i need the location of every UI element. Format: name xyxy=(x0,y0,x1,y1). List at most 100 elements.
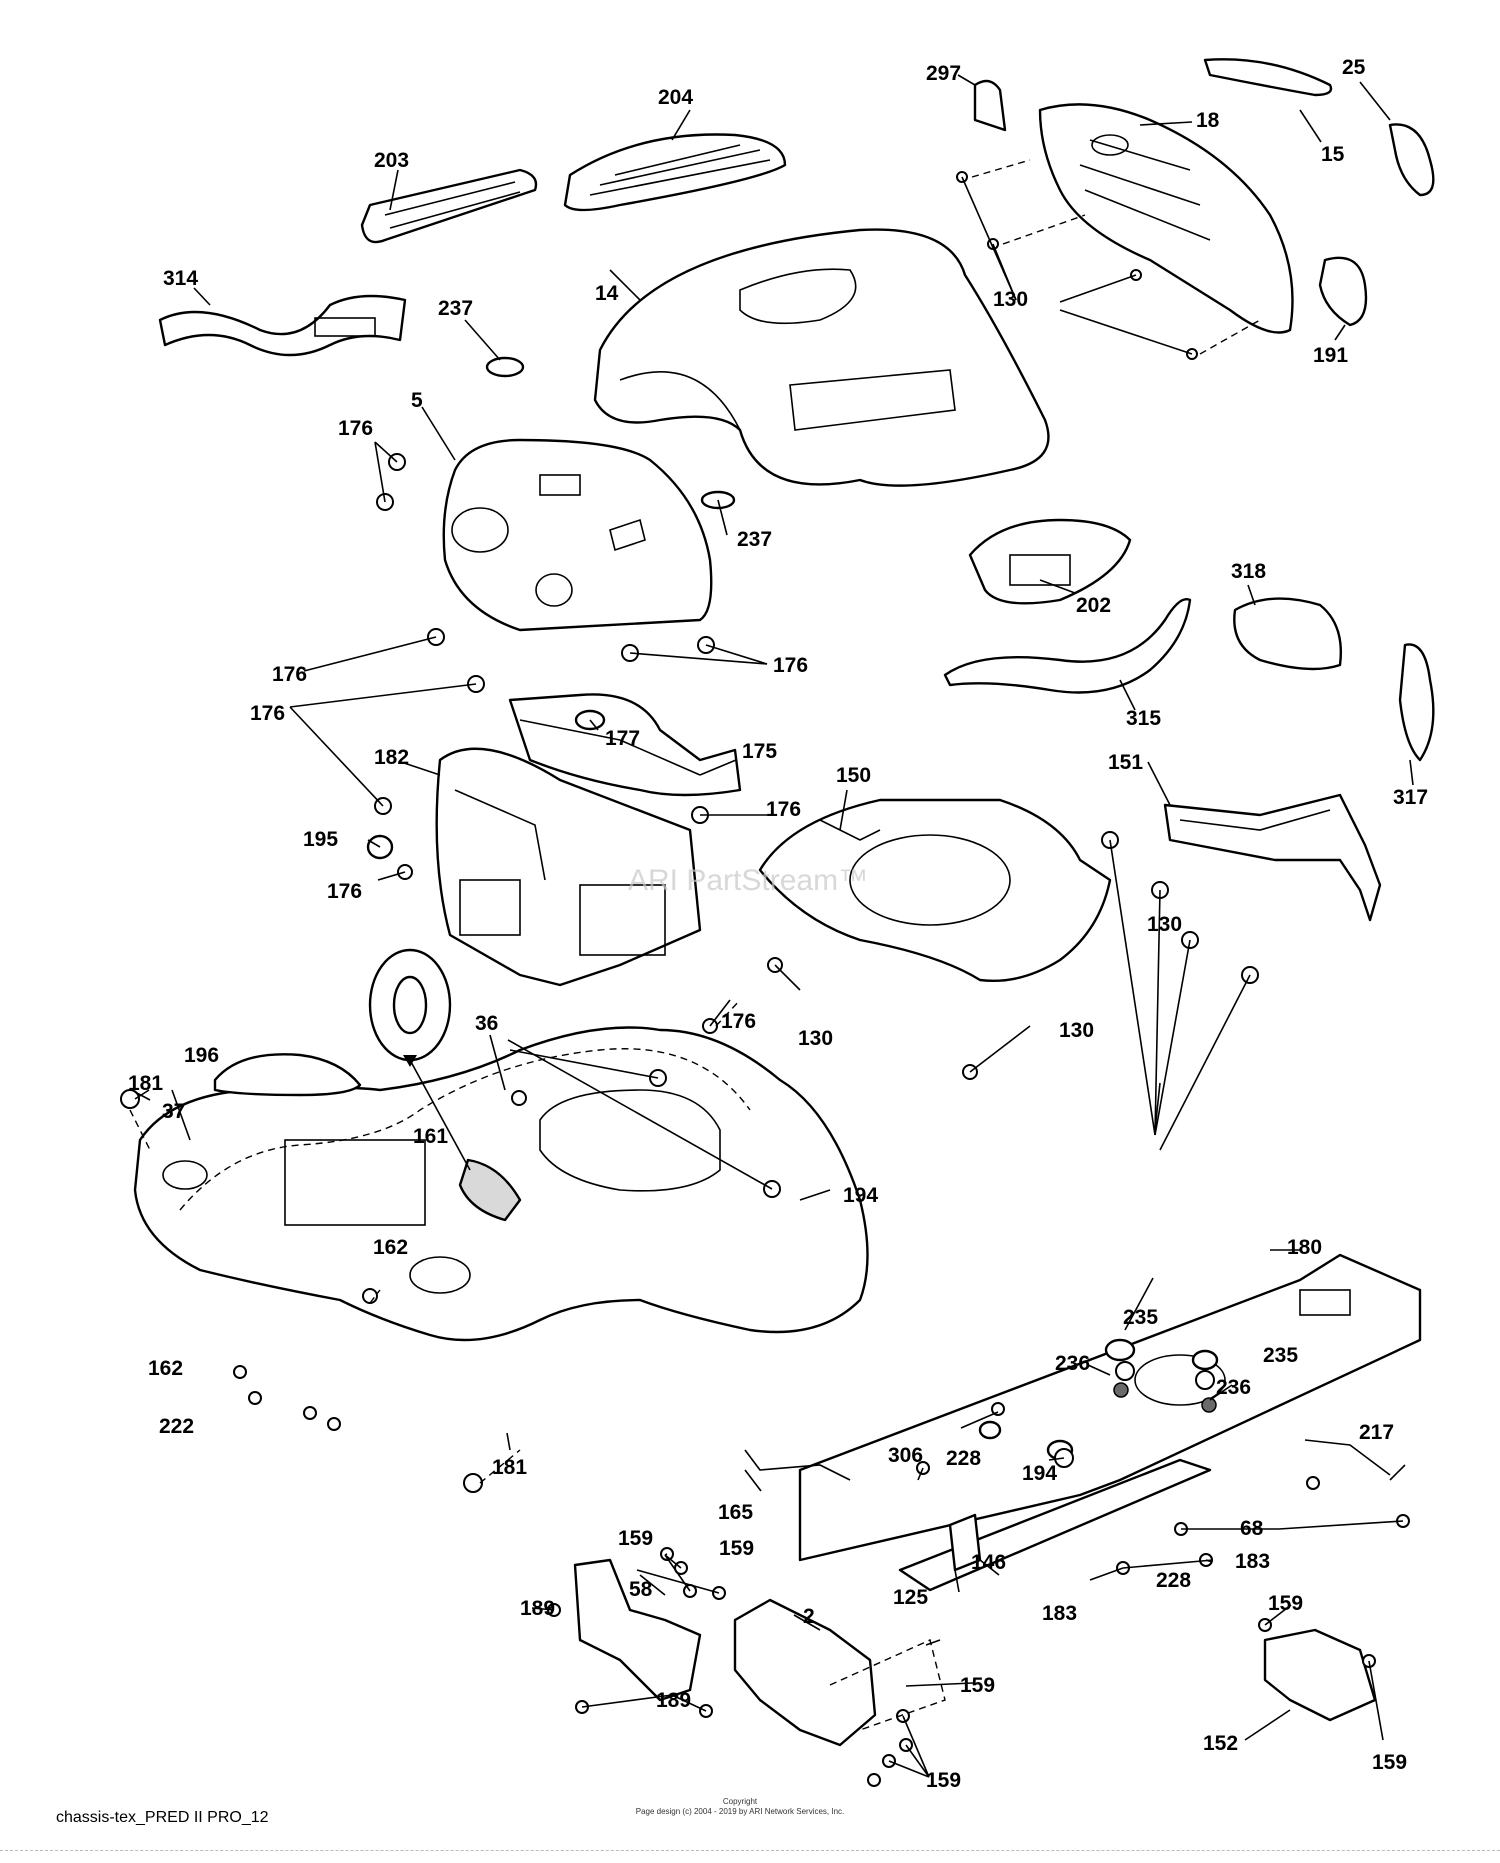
callout-159e: 159 xyxy=(926,1769,961,1792)
watermark: ARI PartStream™ xyxy=(628,864,869,897)
callout-25: 25 xyxy=(1342,56,1366,79)
part-318-side-cover xyxy=(1233,597,1342,671)
part-152-guard xyxy=(1263,1628,1377,1722)
callout-177: 177 xyxy=(605,727,640,750)
diagram-id-label: chassis-tex_PRED II PRO_12 xyxy=(56,1809,269,1826)
callout-181b: 181 xyxy=(492,1456,527,1479)
callout-217: 217 xyxy=(1359,1421,1394,1444)
callout-314: 314 xyxy=(163,267,198,290)
part-180-chassis-frame xyxy=(798,1253,1422,1592)
part-202-dash-insert xyxy=(968,518,1132,605)
callout-176e: 176 xyxy=(766,798,801,821)
callout-191: 191 xyxy=(1313,344,1348,367)
callout-182: 182 xyxy=(374,746,409,769)
part-2-bracket xyxy=(733,1598,877,1747)
part-18-grille-housing xyxy=(1038,103,1294,334)
callout-203: 203 xyxy=(374,149,409,172)
callout-235b: 235 xyxy=(1263,1344,1298,1367)
part-58-bracket xyxy=(573,1558,702,1702)
part-317-side-cover xyxy=(1398,643,1435,762)
part-203-dash-bracket xyxy=(360,168,538,244)
callout-159f: 159 xyxy=(1372,1751,1407,1774)
callout-14: 14 xyxy=(595,282,619,305)
callout-183b: 183 xyxy=(1042,1602,1077,1625)
assembly-lines xyxy=(129,159,1261,1731)
leader-lines xyxy=(134,74,1414,1778)
part-175-dash-bracket xyxy=(508,693,742,797)
callout-176b: 176 xyxy=(272,663,307,686)
part-165-rod xyxy=(744,1449,851,1481)
callout-159d: 159 xyxy=(960,1674,995,1697)
callout-236a: 236 xyxy=(1055,1352,1090,1375)
part-161-grommet-inset xyxy=(368,948,522,1222)
callout-130c: 130 xyxy=(798,1027,833,1050)
callout-152: 152 xyxy=(1203,1732,1238,1755)
callout-195: 195 xyxy=(303,828,338,851)
part-5-dash-panel xyxy=(442,438,713,632)
callout-237b: 237 xyxy=(737,528,772,551)
part-151-bracket xyxy=(1163,793,1382,922)
callout-5: 5 xyxy=(411,389,423,412)
callout-236b: 236 xyxy=(1216,1376,1251,1399)
callout-146: 146 xyxy=(971,1551,1006,1574)
callout-18: 18 xyxy=(1196,109,1220,132)
callout-204: 204 xyxy=(658,86,693,109)
callout-202: 202 xyxy=(1076,594,1111,617)
callout-2: 2 xyxy=(803,1605,815,1628)
callout-130b: 130 xyxy=(1147,913,1182,936)
copyright-text: Page design (c) 2004 - 2019 by ARI Netwo… xyxy=(635,1807,845,1816)
callout-317: 317 xyxy=(1393,786,1428,809)
callout-196: 196 xyxy=(184,1044,219,1067)
callout-228a: 228 xyxy=(946,1447,981,1470)
part-217-rod xyxy=(1304,1439,1391,1476)
part-150-footrest-pan xyxy=(758,798,1112,982)
callout-176f: 176 xyxy=(327,880,362,903)
callout-297: 297 xyxy=(926,62,961,85)
copyright-title: Copyright xyxy=(722,1797,758,1806)
callout-189a: 189 xyxy=(520,1597,555,1620)
part-315-decal xyxy=(943,598,1192,694)
callout-222: 222 xyxy=(159,1415,194,1438)
part-15-headlight-lens xyxy=(1203,58,1333,97)
callout-181a: 181 xyxy=(128,1072,163,1095)
callout-176g: 176 xyxy=(721,1010,756,1033)
part-314-decal-strip xyxy=(158,294,407,357)
callout-150: 150 xyxy=(836,764,871,787)
part-196-seat-bracket xyxy=(213,1053,362,1097)
callout-318: 318 xyxy=(1231,560,1266,583)
part-14-hood xyxy=(593,228,1050,487)
callout-15: 15 xyxy=(1321,143,1345,166)
callout-189b: 189 xyxy=(656,1689,691,1712)
part-297-cover xyxy=(973,79,1007,132)
callout-159c: 159 xyxy=(1268,1592,1303,1615)
callout-176a: 176 xyxy=(338,417,373,440)
callout-194b: 194 xyxy=(1022,1462,1057,1485)
callout-151: 151 xyxy=(1108,751,1143,774)
fasteners xyxy=(120,171,1410,1787)
callout-235a: 235 xyxy=(1123,1306,1158,1329)
callout-176d: 176 xyxy=(250,702,285,725)
part-25-headlight-lens xyxy=(1388,123,1435,197)
copyright-notice: Copyright Page design (c) 2004 - 2019 by… xyxy=(560,1797,920,1817)
callout-37: 37 xyxy=(162,1100,185,1123)
part-191-cover xyxy=(1318,256,1368,327)
callout-237a: 237 xyxy=(438,297,473,320)
callout-175: 175 xyxy=(742,740,777,763)
callout-315: 315 xyxy=(1126,707,1161,730)
callout-306: 306 xyxy=(888,1444,923,1467)
callout-194a: 194 xyxy=(843,1184,878,1207)
callout-180: 180 xyxy=(1287,1236,1322,1259)
callout-159a: 159 xyxy=(618,1527,653,1550)
callout-162a: 162 xyxy=(373,1236,408,1259)
part-204-hood-top-panel xyxy=(563,133,787,212)
callout-68: 68 xyxy=(1240,1517,1264,1540)
callout-183a: 183 xyxy=(1235,1550,1270,1573)
callout-228b: 228 xyxy=(1156,1569,1191,1592)
callout-labels: 297 18 15 25 204 203 314 237 14 130 191 … xyxy=(128,56,1428,1792)
callout-159b: 159 xyxy=(719,1537,754,1560)
callout-58: 58 xyxy=(629,1578,653,1601)
callout-36: 36 xyxy=(475,1012,498,1035)
callout-161: 161 xyxy=(413,1125,448,1148)
